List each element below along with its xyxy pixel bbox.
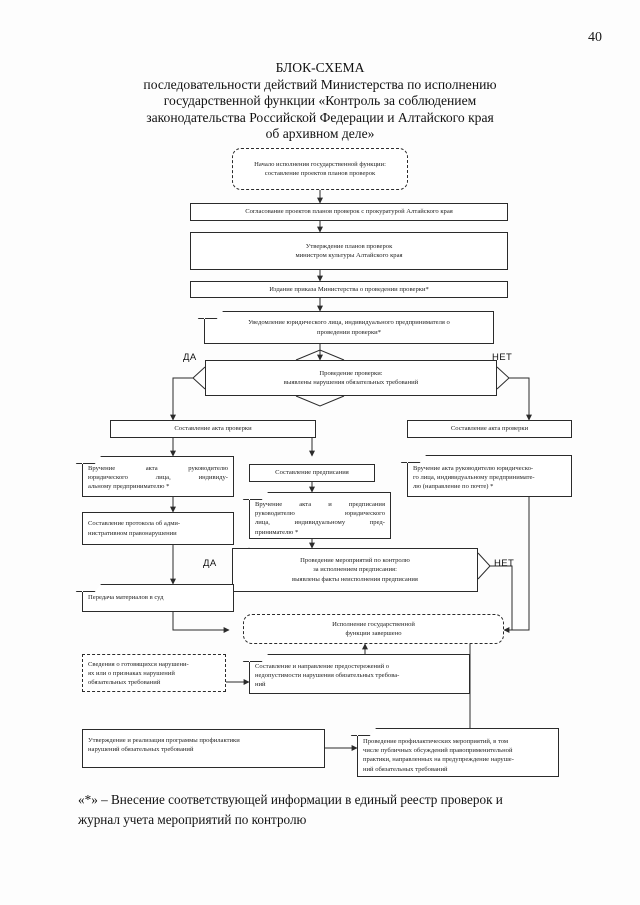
document-title: БЛОК-СХЕМА последовательности действий М…: [0, 60, 640, 143]
node-decision-control-line-1: Проведение мероприятий по контролю: [300, 557, 410, 565]
node-approval-minister: Утверждение планов проверок министром ку…: [190, 232, 508, 270]
node-violation-info-line-3: обязательных требований: [88, 679, 161, 687]
node-finish-line-2: функции завершено: [345, 630, 402, 637]
node-warnings: Составление и направление предостережени…: [249, 654, 470, 694]
node-decision-control: Проведение мероприятий по контролю за ис…: [232, 548, 478, 592]
node-act-prescription-delivery-line-3: лица, индивидуальному пред-: [255, 519, 385, 527]
node-start: Начало исполнения государственной функци…: [232, 148, 408, 190]
node-act-delivery-right-line-3: лю (направление по почте) *: [413, 483, 494, 491]
node-violation-info: Сведения о готовящихся нарушени- ях или …: [82, 654, 226, 692]
node-approval-minister-line-1: Утверждение планов проверок: [305, 242, 393, 250]
node-act-prescription-delivery: Вручение акта и предписания руководителю…: [249, 492, 391, 539]
node-start-line-2: составление проектов планов проверок: [264, 170, 376, 177]
node-act-prescription-delivery-line-1: Вручение акта и предписания: [255, 501, 385, 508]
node-prescription-line-1: Составление предписания: [275, 469, 349, 477]
node-act-right: Составление акта проверки: [407, 420, 572, 438]
node-court-line-1: Передача материалов в суд: [88, 594, 164, 602]
node-prescription: Составление предписания: [249, 464, 375, 482]
node-finish: Исполнение государственной функции завер…: [243, 614, 504, 644]
node-prevention-measures-line-3: практики, направленных на предупреждение…: [363, 756, 514, 764]
node-violation-info-line-2: ях или о признаках нарушений: [88, 670, 175, 678]
node-decision-inspection-line-2: выявлены нарушения обязательных требован…: [283, 379, 419, 386]
node-protocol-line-2: нистративном правонарушении: [88, 529, 177, 537]
node-prevention-program-line-2: нарушений обязательных требований: [88, 746, 194, 754]
node-warnings-line-3: ний: [255, 681, 266, 689]
node-act-delivery-right-line-1: Вручение акта руководителю юридическо-: [413, 465, 534, 472]
title-line-4: законодательства Российской Федерации и …: [146, 109, 494, 125]
node-prevention-measures-line-1: Проведение профилактических мероприятий,…: [363, 738, 509, 745]
node-prevention-measures: Проведение профилактических мероприятий,…: [357, 728, 559, 777]
node-act-right-line-1: Составление акта проверки: [450, 425, 529, 433]
node-court: Передача материалов в суд: [82, 584, 234, 612]
node-approval-prosecutor-line-1: Согласование проектов планов проверок с …: [245, 208, 453, 216]
node-approval-minister-line-2: министром культуры Алтайского края: [295, 252, 403, 259]
node-decision-inspection-line-1: Проведение проверки:: [319, 369, 383, 377]
node-decision-inspection: Проведение проверки: выявлены нарушения …: [205, 360, 497, 396]
node-notification: Уведомление юридического лица, индивидуа…: [204, 311, 494, 344]
title-line-2: последовательности действий Министерства…: [143, 76, 497, 92]
footnote: «*» – Внесение соответствующей информаци…: [78, 790, 578, 830]
node-protocol-line-1: Составление протокола об адми-: [88, 520, 181, 528]
decision-control-yes-label: ДА: [203, 558, 217, 569]
page-number: 40: [588, 30, 602, 45]
node-act-prescription-delivery-line-2: руководителю юридического: [255, 510, 385, 518]
node-prevention-measures-line-4: ний обязательных требований: [363, 765, 448, 773]
node-prevention-measures-line-2: числе публичных обсуждений правоприменит…: [363, 747, 513, 755]
node-decision-control-line-3: выявлены факты неисполнения предписания: [292, 575, 418, 583]
node-act-delivery-right: Вручение акта руководителю юридическо- г…: [407, 455, 572, 497]
node-act-delivery-left-line-1: Вручение акта руководителю: [88, 465, 228, 472]
footnote-line-2: журнал учета мероприятий по контролю: [78, 812, 307, 827]
node-finish-line-1: Исполнение государственной: [332, 620, 415, 628]
node-act-delivery-left-line-2: юридического лица, индивиду-: [88, 474, 228, 482]
decision-control-no-label: НЕТ: [494, 558, 515, 569]
node-act-prescription-delivery-line-4: принимателю *: [255, 528, 299, 536]
node-decision-control-line-2: за исполнением предписания:: [313, 566, 397, 574]
node-approval-prosecutor: Согласование проектов планов проверок с …: [190, 203, 508, 221]
node-protocol: Составление протокола об адми- нистратив…: [82, 512, 234, 545]
node-prevention-program-line-1: Утверждение и реализация программы профи…: [88, 737, 240, 744]
node-act-delivery-left-line-3: альному предпринимателю *: [88, 483, 170, 491]
title-line-5: об архивном деле»: [265, 126, 375, 141]
footnote-line-1: «*» – Внесение соответствующей информаци…: [78, 792, 503, 807]
node-order-issue: Издание приказа Министерства о проведени…: [190, 281, 508, 298]
decision-inspection-no-label: НЕТ: [492, 352, 513, 363]
node-violation-info-line-1: Сведения о готовящихся нарушени-: [88, 661, 189, 668]
node-act-delivery-right-line-2: го лица, индивидуальному предпринимате-: [413, 474, 535, 482]
node-act-delivery-left: Вручение акта руководителю юридического …: [82, 456, 234, 497]
node-warnings-line-2: недопустимости нарушения обязательных тр…: [255, 672, 400, 680]
decision-inspection-yes-label: ДА: [183, 352, 197, 363]
node-start-line-1: Начало исполнения государственной функци…: [254, 160, 386, 168]
node-warnings-line-1: Составление и направление предостережени…: [255, 663, 390, 670]
node-order-issue-line-1: Издание приказа Министерства о проведени…: [269, 285, 429, 293]
node-prevention-program: Утверждение и реализация программы профи…: [82, 729, 325, 768]
node-notification-line-2: проведении проверки*: [316, 328, 381, 336]
node-notification-line-1: Уведомление юридического лица, индивидуа…: [248, 319, 450, 327]
title-line-1: БЛОК-СХЕМА: [275, 60, 365, 75]
node-act-left-line-1: Составление акта проверки: [174, 425, 252, 433]
node-act-left: Составление акта проверки: [110, 420, 316, 438]
title-line-3: государственной функции «Контроль за соб…: [163, 93, 477, 108]
